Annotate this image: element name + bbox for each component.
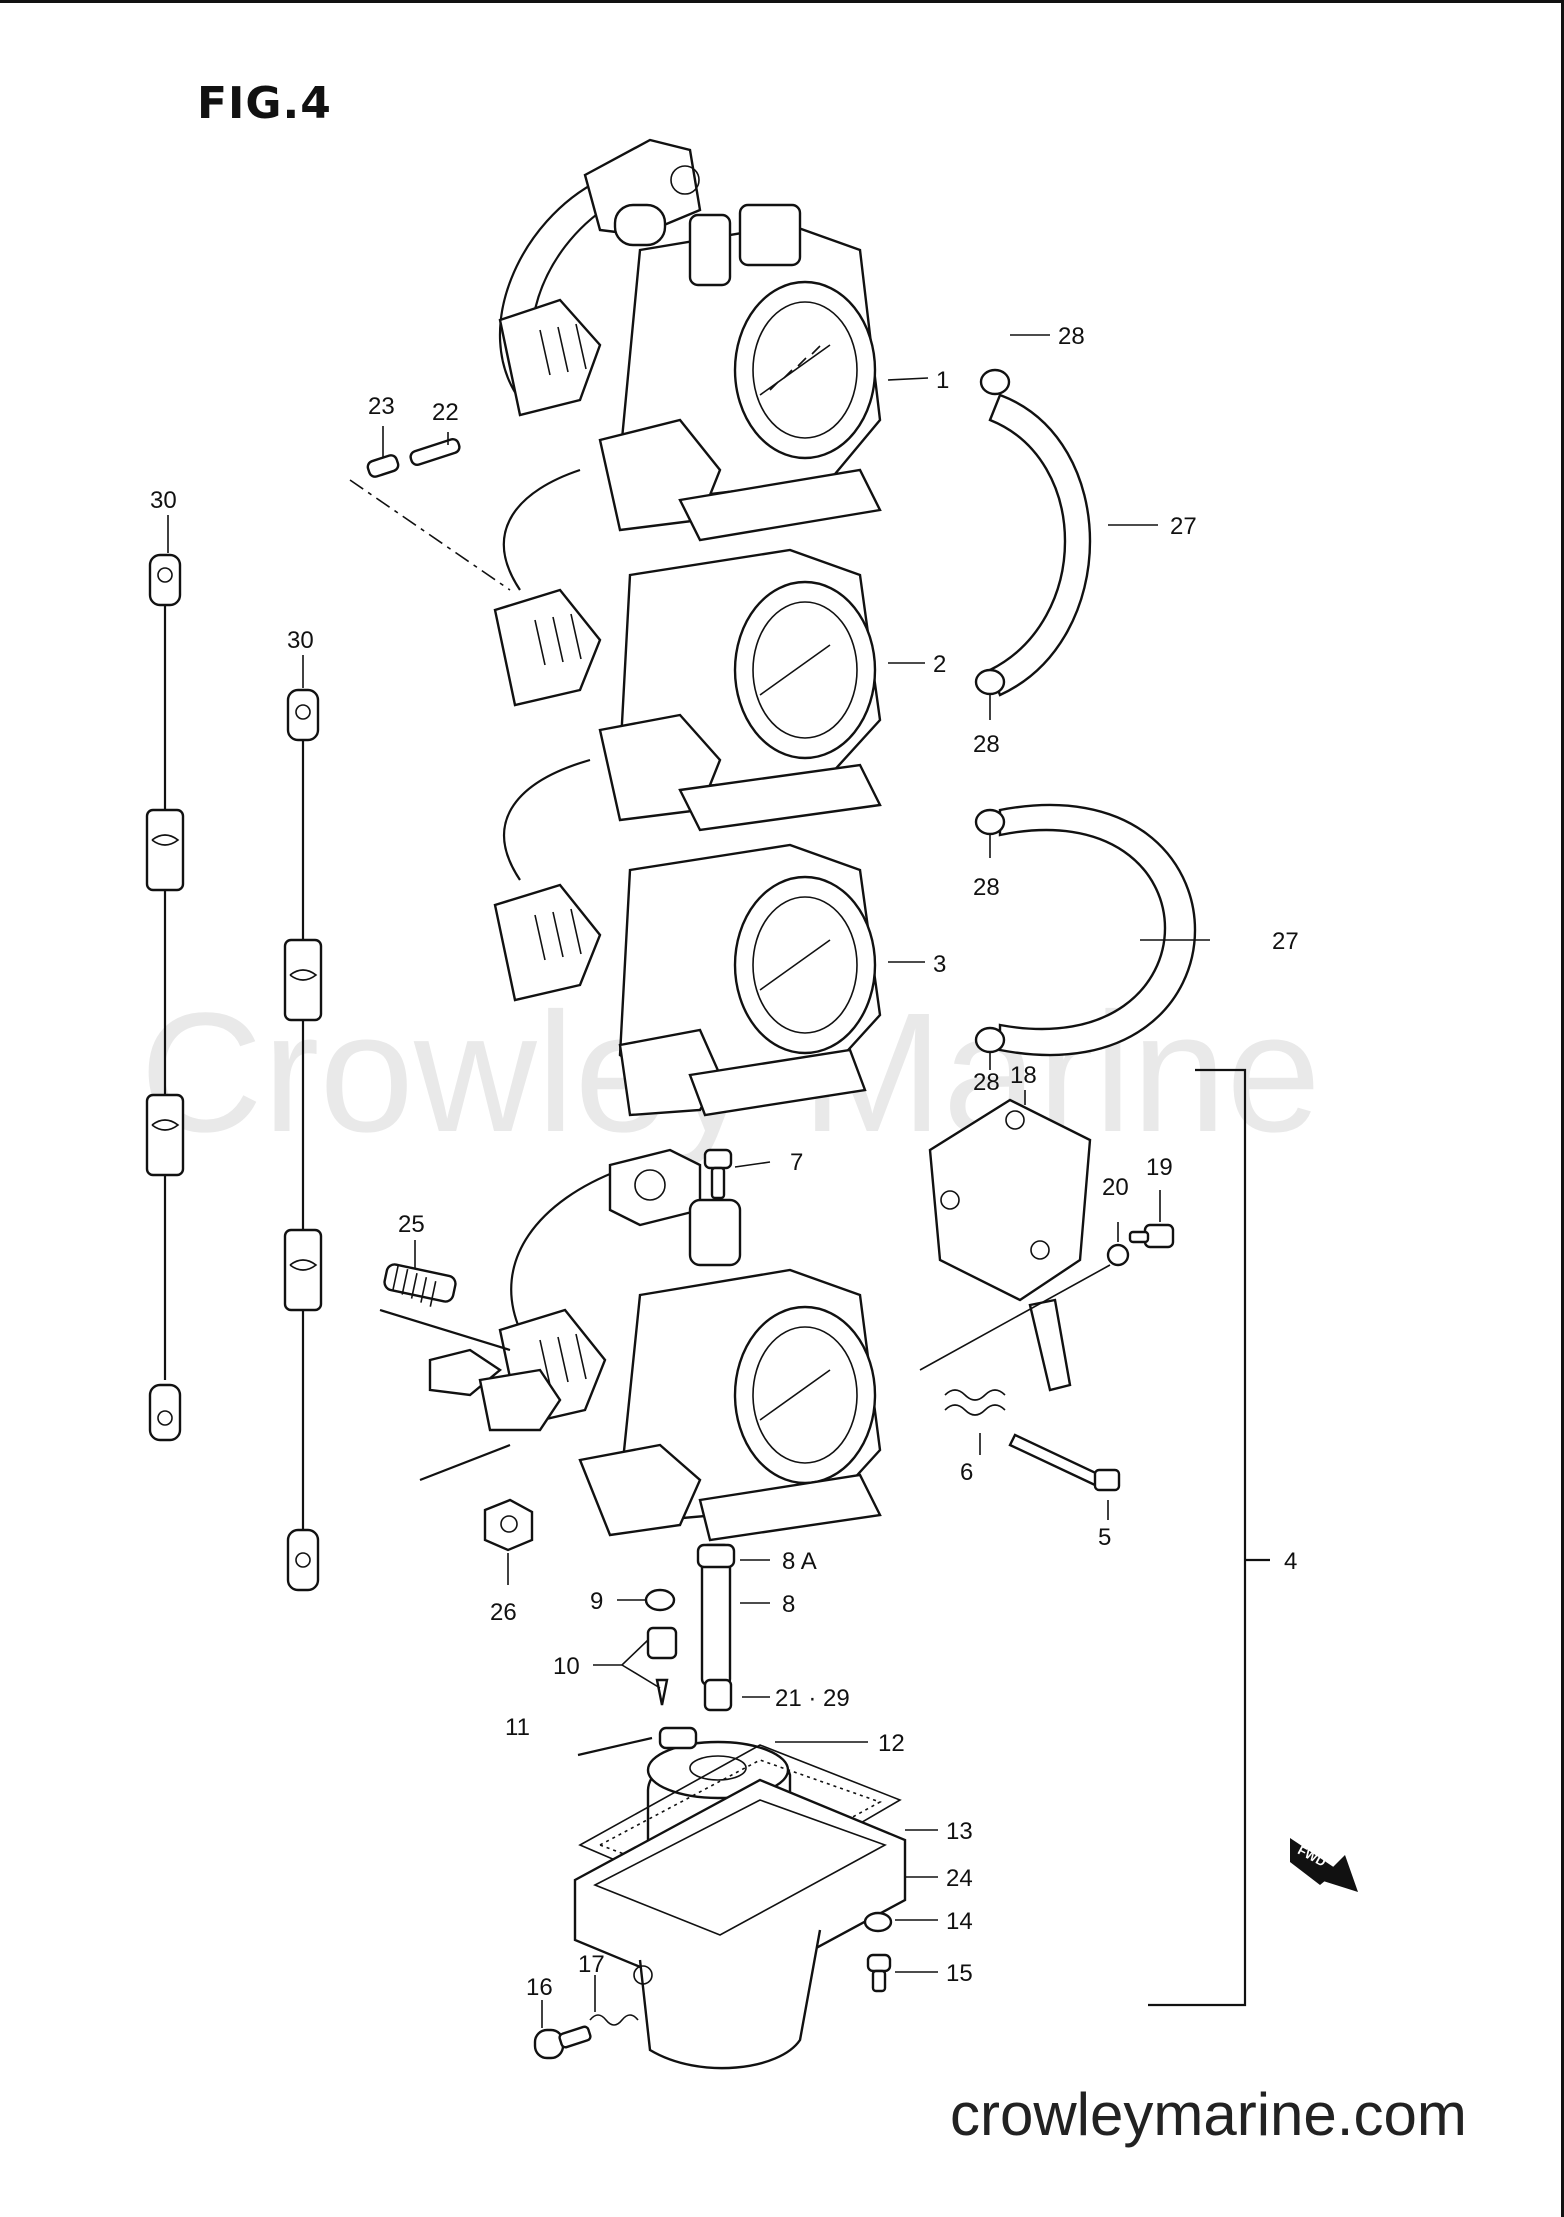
footer-url[interactable]: crowleymarine.com	[950, 2081, 1467, 2148]
screw-15	[866, 1953, 892, 1993]
fwd-arrow-icon	[1290, 1838, 1358, 1892]
callout-14: 14	[946, 1908, 973, 1935]
callout-18: 18	[1010, 1062, 1037, 1089]
emulsion-tube-8	[696, 1543, 736, 1687]
spring-17	[589, 2014, 639, 2026]
linkage-rod-left	[145, 553, 185, 1442]
washer-14	[863, 1911, 893, 1933]
callout-30-left: 30	[150, 487, 177, 514]
callout-7: 7	[790, 1149, 803, 1176]
callout-16: 16	[526, 1974, 553, 2001]
nut-26	[483, 1498, 534, 1552]
washer-9	[644, 1588, 676, 1612]
callout-28-2: 28	[973, 731, 1000, 758]
callout-9: 9	[590, 1588, 603, 1615]
leader-lines	[167, 334, 1270, 2028]
callout-2: 2	[933, 651, 946, 678]
pump-screw-19	[1128, 1223, 1175, 1249]
callout-27-upper: 27	[1170, 513, 1197, 540]
page-border-top	[0, 0, 1564, 3]
fuel-hose-lower	[998, 803, 1197, 1057]
spring-6	[944, 1389, 1006, 1416]
callout-15: 15	[946, 1960, 973, 1987]
carburetor-4	[379, 1148, 882, 1542]
callout-17: 17	[578, 1951, 605, 1978]
fuel-pump	[919, 1098, 1111, 1392]
drain-screw-16	[533, 2025, 592, 2060]
fuel-hose-upper	[988, 393, 1092, 697]
needle-valve-10	[646, 1626, 678, 1706]
callout-5: 5	[1098, 1524, 1111, 1551]
callout-20: 20	[1102, 1174, 1129, 1201]
page-border-right	[1561, 0, 1564, 2217]
screw-22-23	[349, 437, 511, 591]
callout-6: 6	[960, 1459, 973, 1486]
carburetor-3	[493, 758, 882, 1117]
callout-21-29: 21 · 29	[775, 1685, 850, 1712]
callout-28-3: 28	[973, 874, 1000, 901]
callout-28-1: 28	[1058, 323, 1085, 350]
callout-3: 3	[933, 951, 946, 978]
float-pin-11	[577, 1736, 653, 1757]
callout-30-right: 30	[287, 627, 314, 654]
assembly-4-bracket	[1148, 1068, 1270, 2007]
callout-26: 26	[490, 1599, 517, 1626]
linkage-rod-right	[283, 688, 323, 1592]
stud-25	[383, 1263, 457, 1307]
callout-12: 12	[878, 1730, 905, 1757]
float-bowl-24	[573, 1778, 907, 2070]
callout-22: 22	[432, 399, 459, 426]
callout-25: 25	[398, 1211, 425, 1238]
screw-5	[1008, 1433, 1121, 1492]
callout-8: 8	[782, 1591, 795, 1618]
callout-11: 11	[505, 1714, 530, 1741]
callout-8a: 8 A	[782, 1548, 817, 1575]
pump-washer-20	[1106, 1243, 1130, 1267]
hose-clamps	[974, 368, 1011, 1054]
callout-24: 24	[946, 1865, 973, 1892]
callout-23: 23	[368, 393, 395, 420]
screw-7	[703, 1148, 733, 1200]
callout-27-lower: 27	[1272, 928, 1299, 955]
carburetor-1	[498, 138, 882, 542]
carburetor-2	[493, 468, 882, 832]
figure-title: FIG.4	[197, 78, 332, 129]
callout-13: 13	[946, 1818, 973, 1845]
callout-28-4: 28	[973, 1069, 1000, 1096]
main-jet-21-29	[703, 1678, 733, 1712]
callout-19: 19	[1146, 1154, 1173, 1181]
callout-10: 10	[553, 1653, 580, 1680]
callout-4: 4	[1284, 1548, 1297, 1575]
callout-1: 1	[936, 367, 949, 394]
